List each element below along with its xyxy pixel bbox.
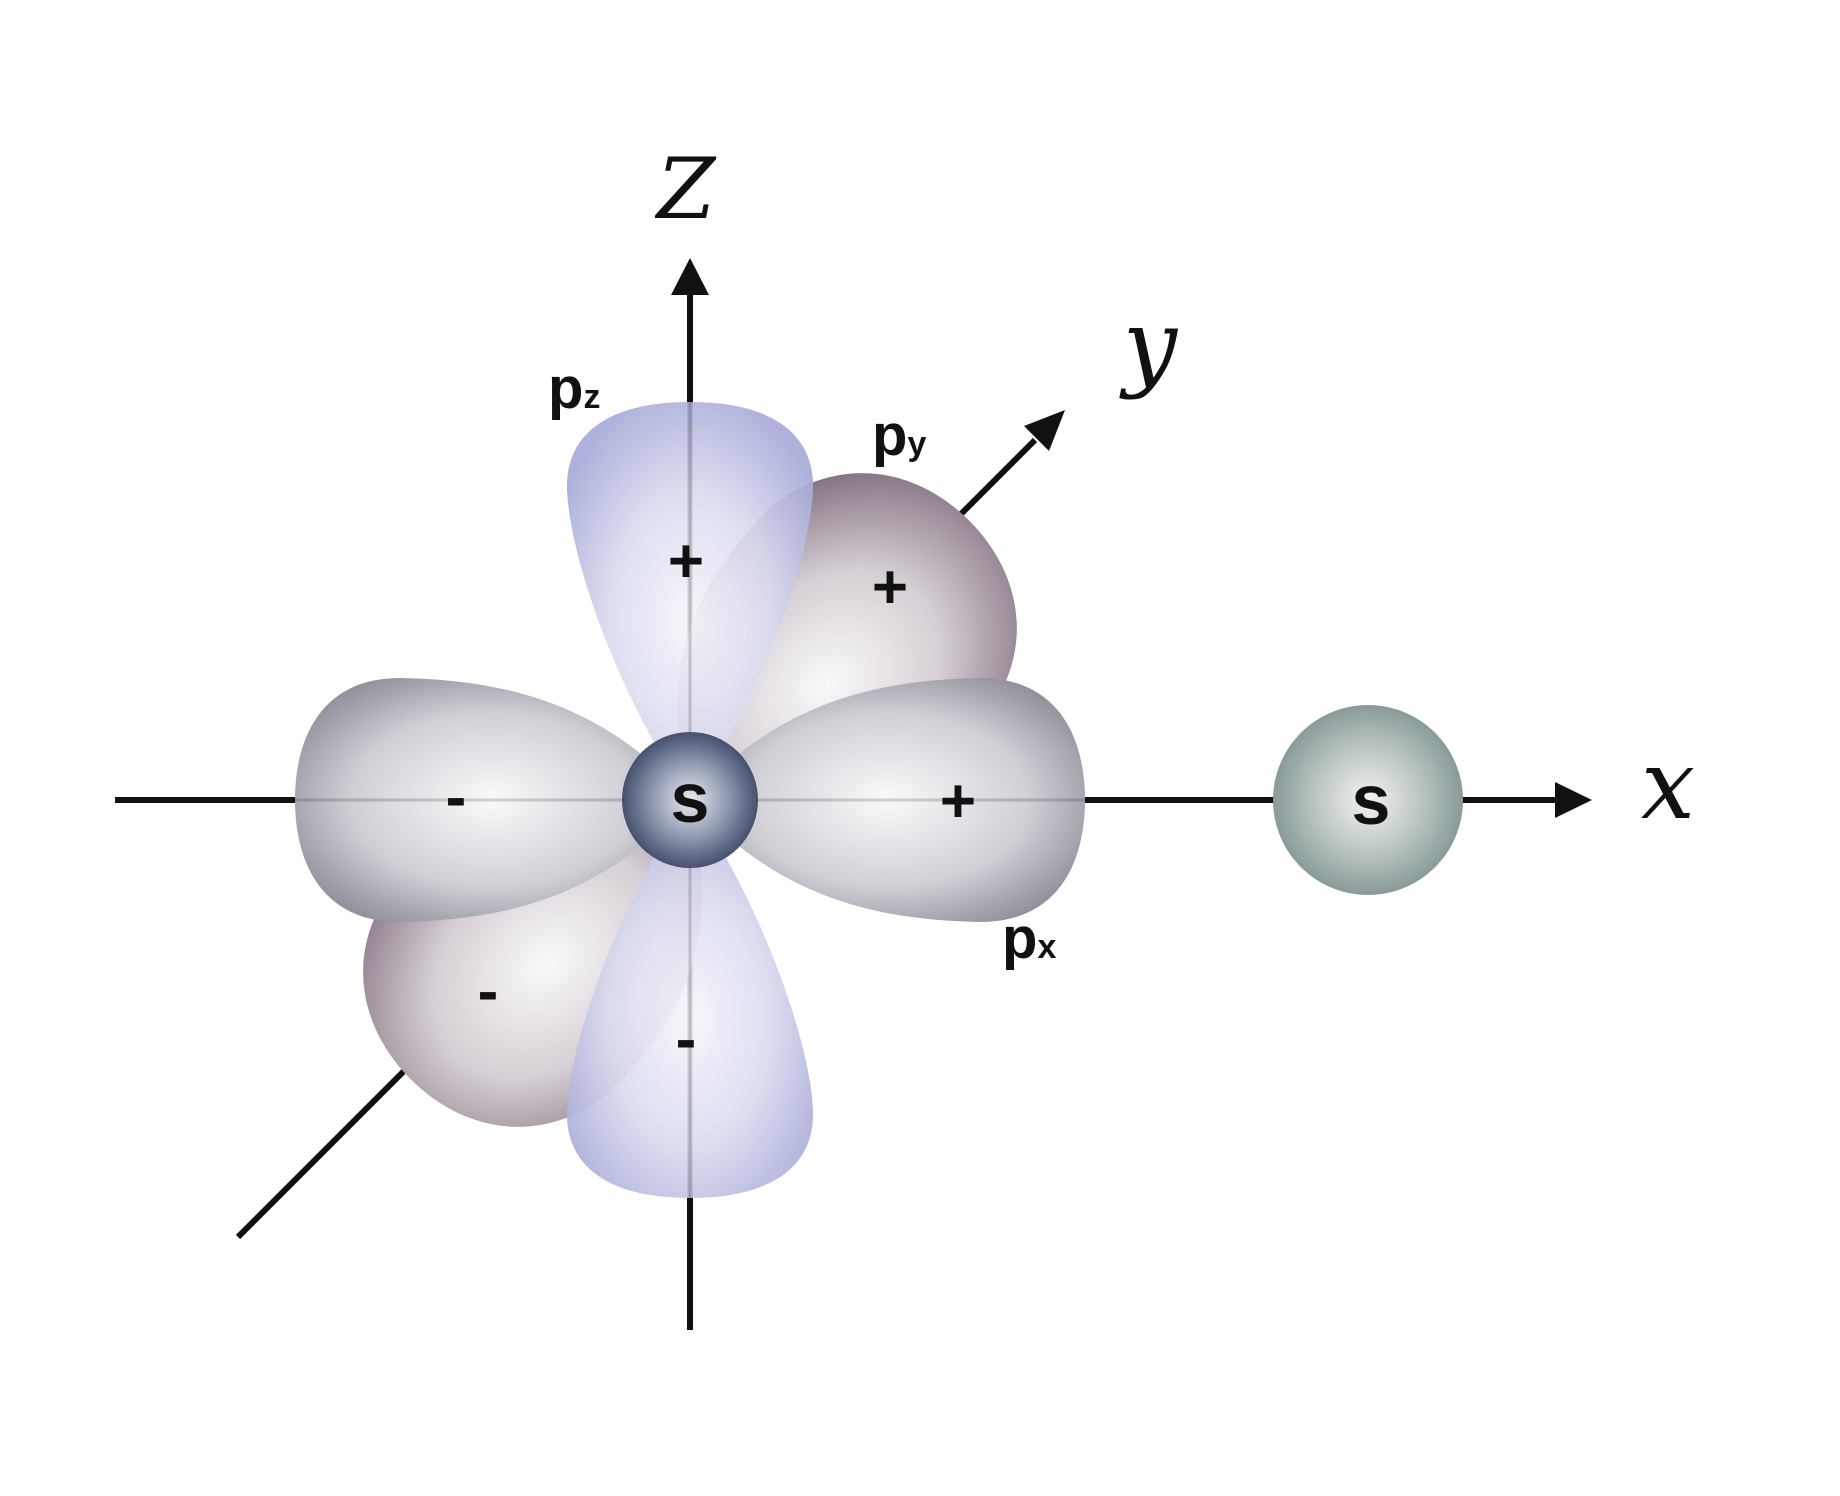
px-orbital: [295, 678, 1085, 922]
px-label-base: p: [1002, 906, 1037, 971]
pz-plus-sign: +: [668, 527, 704, 596]
s-orbital-center: [622, 732, 758, 868]
y-arrowhead: [1024, 410, 1065, 451]
px-minus-sign: -: [446, 763, 467, 832]
pz-label: pz: [548, 356, 600, 421]
px-label-sub: x: [1037, 928, 1056, 966]
pz-minus-sign: -: [676, 1005, 697, 1074]
py-plus-sign: +: [872, 553, 908, 622]
py-label-sub: y: [907, 425, 926, 463]
pz-negative-lobe: [566, 800, 814, 1198]
s-right-label: s: [1352, 761, 1391, 839]
x-arrowhead: [1555, 782, 1592, 818]
px-plus-sign: +: [940, 767, 976, 836]
pz-orbital: [566, 402, 814, 1198]
z-arrowhead: [671, 258, 709, 295]
z-axis-title: Z: [654, 140, 717, 238]
px-label: px: [1002, 906, 1056, 971]
px-negative-lobe: [295, 678, 690, 922]
s-center-label: s: [671, 759, 710, 837]
pz-label-base: p: [548, 356, 583, 421]
pz-label-sub: z: [583, 378, 600, 416]
axis-arrowheads: [671, 258, 1592, 818]
py-minus-sign: -: [478, 957, 499, 1026]
py-label-base: p: [872, 403, 907, 468]
py-label: py: [872, 403, 926, 468]
pz-positive-lobe: [566, 402, 814, 800]
x-axis-title: x: [1641, 729, 1695, 841]
y-axis-title: y: [1119, 289, 1179, 401]
s-orbital-right: [1273, 705, 1463, 895]
px-positive-lobe: [690, 678, 1085, 922]
